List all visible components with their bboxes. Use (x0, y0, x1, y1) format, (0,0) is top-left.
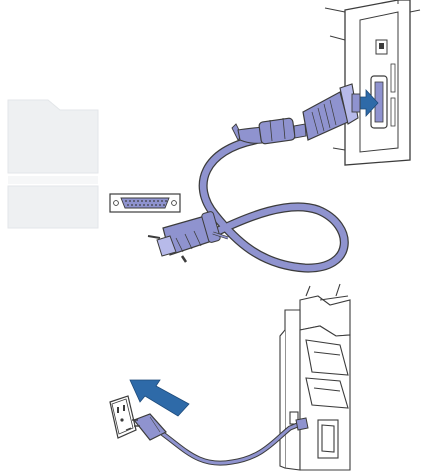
wall-outlet-icon (110, 396, 136, 438)
ferrite-core-icon (232, 118, 306, 145)
printer-machine-icon (280, 284, 350, 470)
parallel-cable-panel (8, 0, 420, 268)
printer-side-panel (325, 0, 420, 165)
power-plug-icon (132, 414, 166, 440)
computer-tower-icon (8, 100, 98, 228)
parallel-port-icon (110, 194, 180, 212)
power-cord-panel (110, 284, 350, 470)
insert-arrow-icon (130, 380, 189, 416)
parallel-cable (203, 140, 344, 268)
